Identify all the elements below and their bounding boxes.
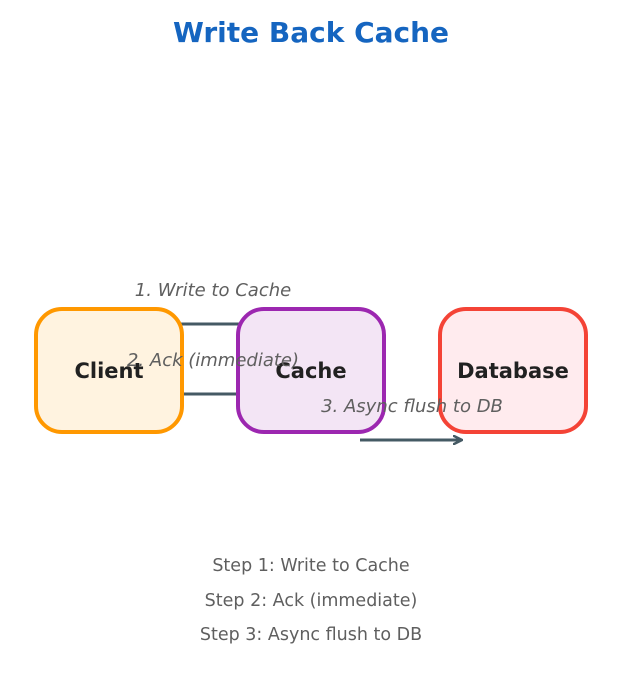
- edge-label-flush: 3. Async flush to DB: [321, 396, 503, 417]
- client-node-label: Client: [74, 358, 144, 383]
- database-node: Database: [438, 307, 588, 434]
- edge-label-write: 1. Write to Cache: [134, 280, 292, 301]
- step-description-2: Step 2: Ack (immediate): [204, 591, 418, 611]
- diagram-title: Write Back Cache: [172, 16, 450, 49]
- database-node-label: Database: [457, 358, 569, 383]
- cache-node: Cache: [236, 307, 386, 434]
- step-description-1: Step 1: Write to Cache: [212, 556, 410, 576]
- step-description-3: Step 3: Async flush to DB: [199, 625, 423, 645]
- edge-label-ack: 2. Ack (immediate): [126, 350, 300, 371]
- cache-node-label: Cache: [275, 358, 347, 383]
- client-node: Client: [34, 307, 184, 434]
